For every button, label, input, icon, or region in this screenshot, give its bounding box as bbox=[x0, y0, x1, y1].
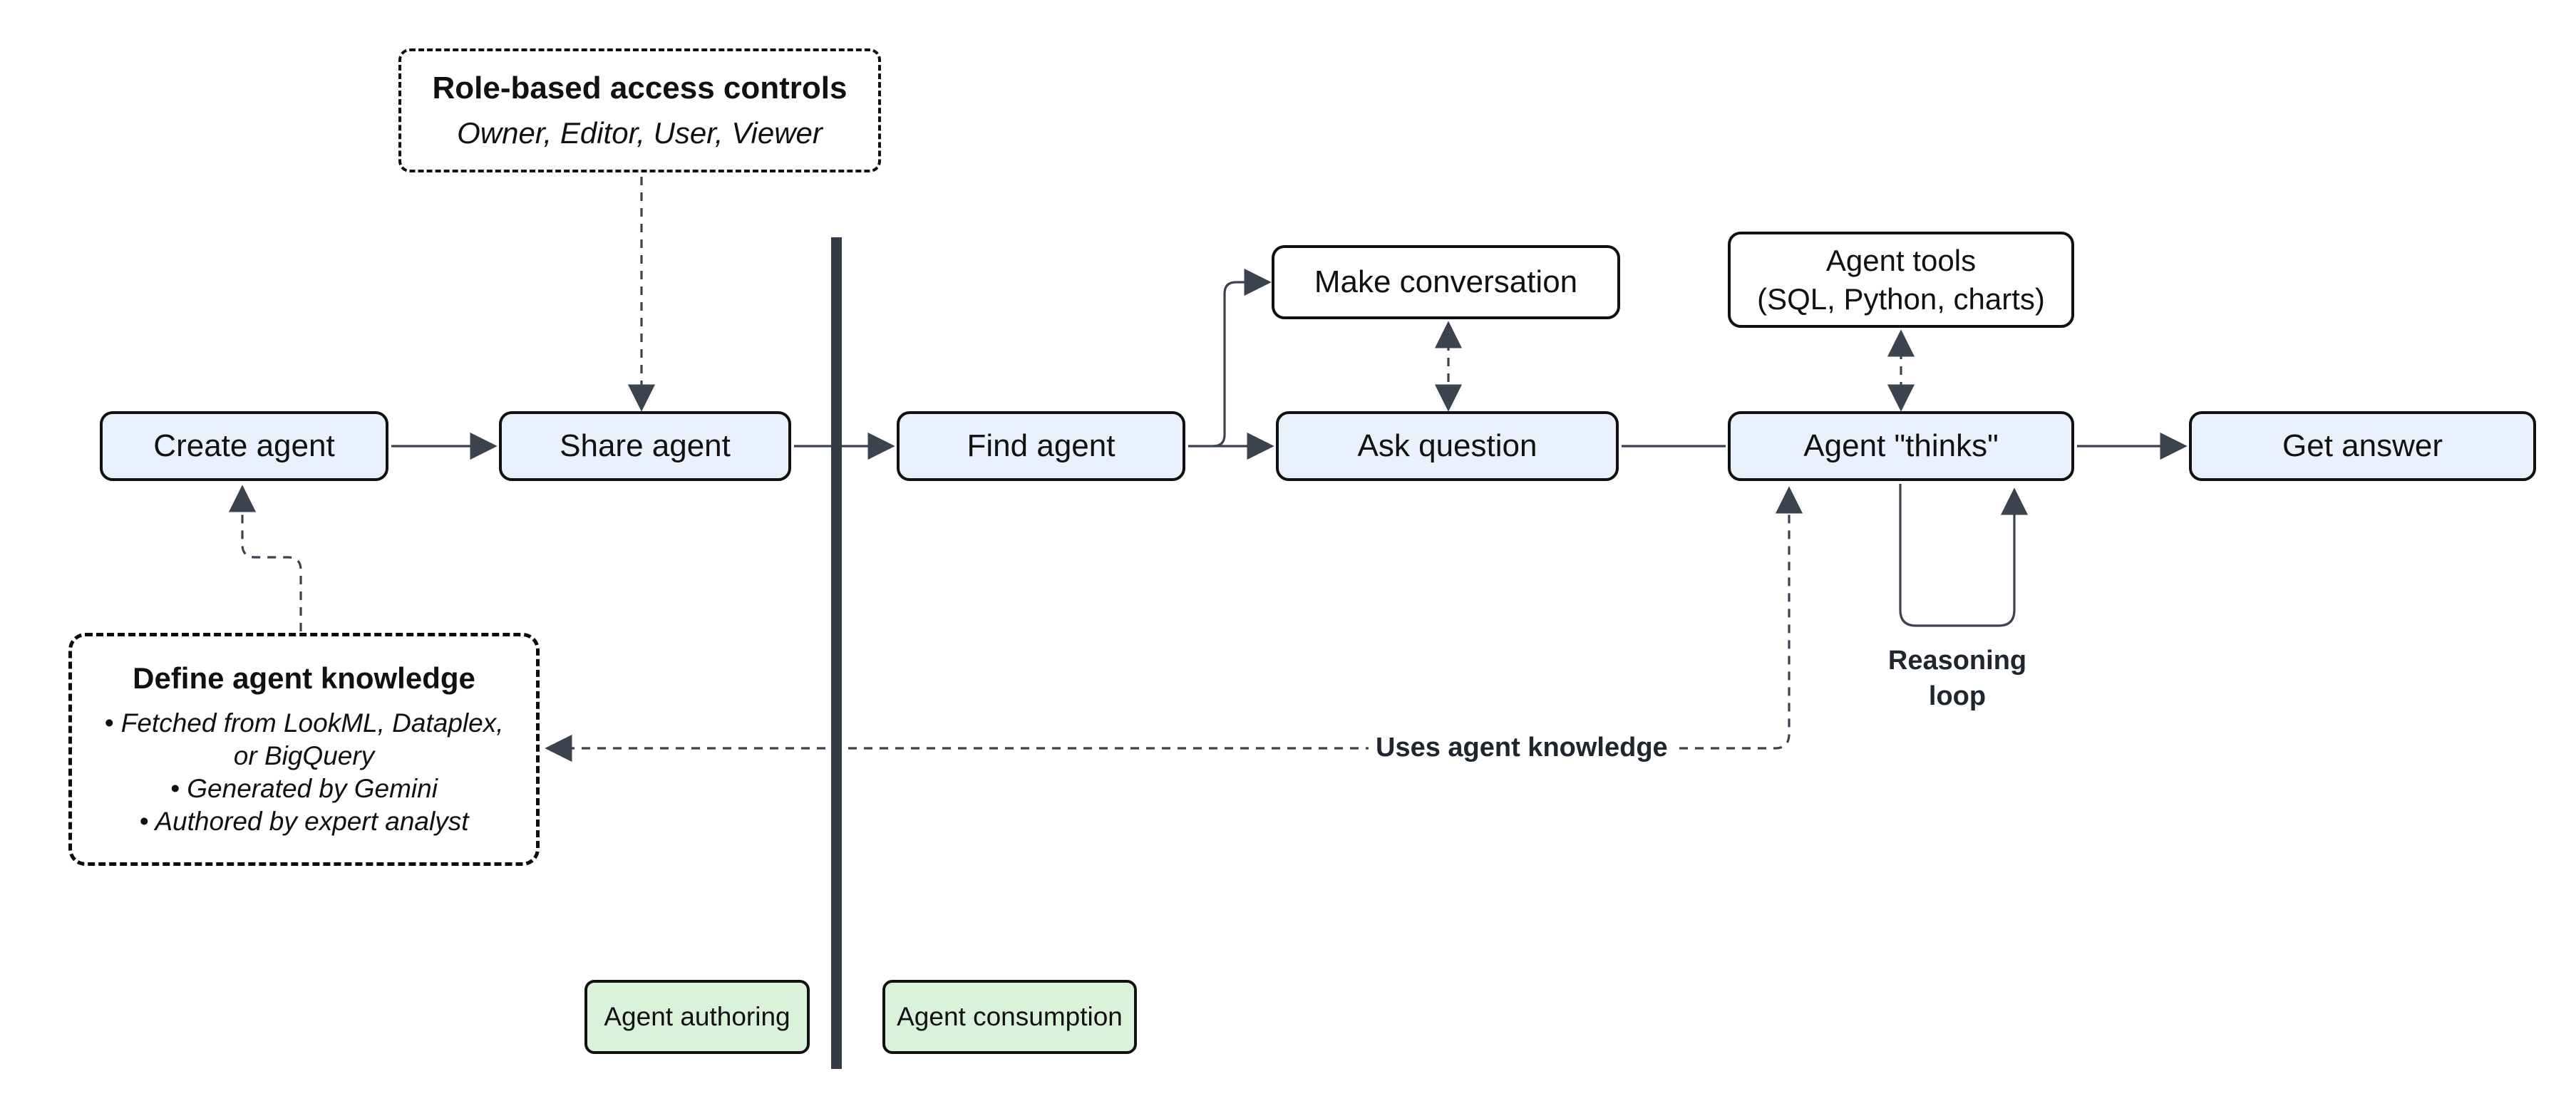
node-get-answer: Get answer bbox=[2189, 411, 2536, 481]
node-find-agent: Find agent bbox=[897, 411, 1185, 481]
zone-agent-consumption: Agent consumption bbox=[882, 980, 1137, 1054]
node-make-conversation-label: Make conversation bbox=[1314, 264, 1578, 299]
zone-agent-consumption-label: Agent consumption bbox=[897, 1001, 1123, 1031]
note-role-based-access-controls: Role-based access controls Owner, Editor… bbox=[398, 48, 881, 172]
node-ask-question: Ask question bbox=[1276, 411, 1619, 481]
knowledge-bullet-analyst: • Authored by expert analyst bbox=[139, 806, 469, 836]
edge-reasoning-loop bbox=[1899, 484, 2029, 627]
note-define-agent-knowledge: Define agent knowledge • Fetched from Lo… bbox=[68, 633, 540, 866]
node-agent-tools-label-line1: Agent tools bbox=[1825, 243, 1977, 277]
node-get-answer-label: Get answer bbox=[2282, 428, 2443, 463]
edge-label-uses-agent-knowledge: Uses agent knowledge bbox=[1369, 730, 1675, 766]
node-find-agent-label: Find agent bbox=[967, 428, 1116, 463]
edge-label-reasoning-loop: Reasoning loop bbox=[1887, 646, 2027, 712]
authoring-consumption-divider bbox=[831, 237, 842, 1069]
knowledge-bullet-list: • Fetched from LookML, Dataplex, or BigQ… bbox=[105, 707, 504, 838]
zone-agent-authoring-label: Agent authoring bbox=[604, 1001, 790, 1031]
node-ask-question-label: Ask question bbox=[1357, 428, 1537, 463]
edge-uses-agent-knowledge bbox=[545, 486, 1803, 763]
edge-knowledge-to-create bbox=[228, 485, 302, 631]
zone-agent-authoring: Agent authoring bbox=[584, 980, 810, 1054]
edge-find-to-make-conversation bbox=[1212, 268, 1272, 448]
node-agent-thinks-label: Agent "thinks" bbox=[1803, 428, 1999, 463]
knowledge-title: Define agent knowledge bbox=[133, 661, 475, 695]
node-agent-tools-label-line2: (SQL, Python, charts) bbox=[1757, 281, 2045, 316]
node-agent-tools: Agent tools (SQL, Python, charts) bbox=[1728, 232, 2074, 328]
node-create-agent: Create agent bbox=[100, 411, 388, 481]
knowledge-bullet-gemini: • Generated by Gemini bbox=[170, 773, 438, 803]
rbac-title: Role-based access controls bbox=[432, 71, 847, 105]
rbac-roles: Owner, Editor, User, Viewer bbox=[457, 116, 823, 150]
node-share-agent-label: Share agent bbox=[560, 428, 731, 463]
node-agent-thinks: Agent "thinks" bbox=[1728, 411, 2074, 481]
knowledge-bullet-sources: • Fetched from LookML, Dataplex, or BigQ… bbox=[104, 708, 504, 770]
node-create-agent-label: Create agent bbox=[153, 428, 335, 463]
node-share-agent: Share agent bbox=[499, 411, 791, 481]
node-make-conversation: Make conversation bbox=[1272, 245, 1620, 319]
